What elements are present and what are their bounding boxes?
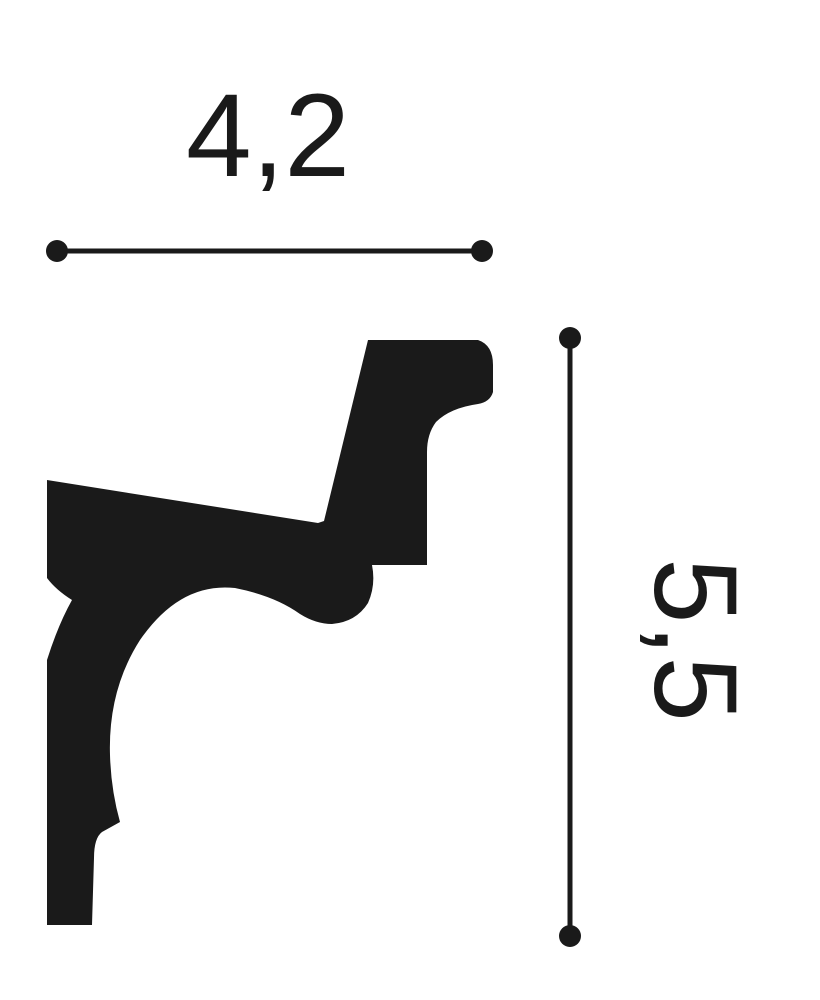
height-dimension-label: 5,5 — [629, 558, 761, 722]
cornice-profile-shape — [47, 340, 493, 925]
width-dimension-line — [46, 240, 493, 262]
height-dimension-endpoint-bottom — [559, 925, 581, 947]
height-dimension-line — [559, 327, 581, 947]
width-dimension-endpoint-right — [471, 240, 493, 262]
width-dimension-endpoint-left — [46, 240, 68, 262]
height-dimension-endpoint-top — [559, 327, 581, 349]
width-dimension-label: 4,2 — [186, 70, 350, 202]
